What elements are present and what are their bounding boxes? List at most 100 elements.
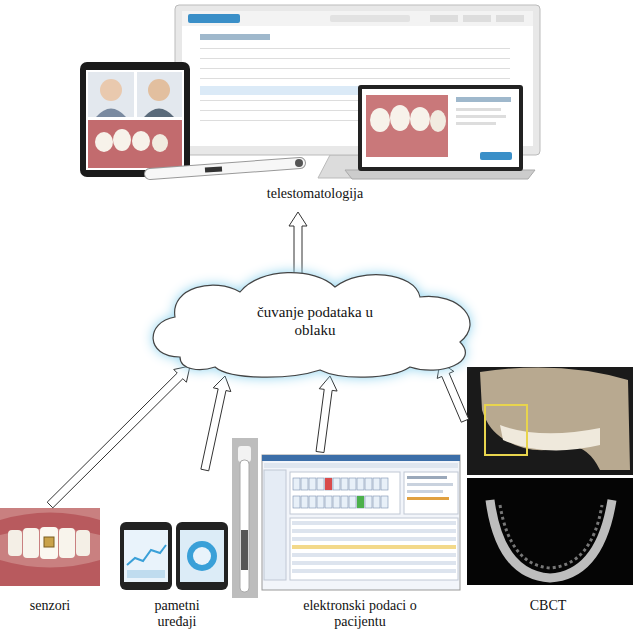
patient-record-screenshot-part-part (341, 496, 348, 508)
cbct-scan-part (467, 367, 633, 475)
source-box: CBCT (465, 365, 631, 630)
patient-record-screenshot-part (407, 490, 443, 493)
sensor-photo-part (23, 528, 39, 558)
patient-record-screenshot-part-part (292, 529, 456, 533)
sensor-photo-part (44, 537, 54, 547)
block-arrow (316, 376, 337, 453)
telehealth-devices-part (480, 152, 512, 160)
patient-record-screenshot-part-part (373, 496, 380, 508)
telehealth-devices-part (88, 120, 182, 168)
telehealth-devices-part (150, 163, 300, 174)
telehealth-devices-part (370, 108, 390, 132)
patient-record-screenshot-part-part (292, 553, 456, 557)
telehealth-devices-part (188, 14, 240, 23)
patient-record-screenshot-part-part (292, 569, 456, 573)
patient-record-screenshot-part-part (293, 478, 300, 490)
caption: pametni uređaji (138, 598, 216, 630)
caption: telestomatologija (80, 186, 550, 202)
telehealth-devices-part (200, 68, 510, 69)
telehealth-devices-part (456, 108, 501, 111)
patient-record-screenshot-part-part (333, 478, 340, 490)
telehealth-devices-part (88, 72, 134, 117)
patient-record-screenshot-part-part (309, 496, 316, 508)
telehealth-devices-part (200, 34, 270, 40)
source-box: pametni uređaji (118, 470, 258, 635)
patient-record-screenshot-part (290, 518, 458, 580)
patient-record-screenshot-part-part (357, 496, 364, 508)
telehealth-devices-part (496, 15, 524, 22)
cloud-outline-path (153, 273, 470, 378)
telehealth-devices-part (366, 95, 448, 157)
caption: senzori (0, 598, 100, 614)
patient-record-screenshot-part-part (325, 496, 332, 508)
patient-record-screenshot-part (293, 478, 388, 508)
source-box: senzori (0, 505, 100, 630)
patient-record-screenshot-part (407, 476, 447, 479)
patient-record-screenshot-part-part (349, 478, 356, 490)
telehealth-devices-part (95, 132, 113, 152)
caption: CBCT (465, 598, 631, 614)
patient-record-screenshot-part-part (317, 496, 324, 508)
telehealth-devices-part (148, 79, 170, 101)
telehealth-devices-part (144, 109, 174, 118)
smart-devices-part (232, 438, 258, 598)
sensor-photo-part (59, 528, 75, 558)
patient-record-screenshot-part-part (341, 478, 348, 490)
sensor-photo-part (0, 560, 100, 586)
caption: elektronski podaci o pacijentu (286, 598, 434, 630)
sensor-photo-part (0, 508, 100, 586)
patient-record-screenshot-part (325, 478, 332, 490)
patient-record-screenshot-part-part (357, 478, 364, 490)
cloud-node: čuvanje podataka u oblaku (140, 262, 490, 380)
smart-devices-part (240, 460, 249, 592)
telehealth-devices-part (200, 48, 510, 49)
telehealth-devices-part (430, 15, 458, 22)
block-arrow (47, 366, 190, 508)
patient-record-screenshot-part-part (381, 478, 388, 490)
patient-record-screenshot-part-part (365, 496, 372, 508)
patient-record-screenshot (262, 455, 460, 590)
patient-record-screenshot-part-part (333, 496, 340, 508)
cbct-scan-part (485, 405, 527, 455)
patient-record-screenshot-part (357, 496, 364, 508)
telehealth-devices-part (345, 170, 535, 179)
patient-record-screenshot-part-part (365, 478, 372, 490)
telehealth-devices-part (152, 134, 168, 152)
telehealth-devices-part (330, 15, 410, 22)
patient-record-screenshot-part-part (301, 496, 308, 508)
telehealth-devices-part (410, 107, 430, 131)
patient-record-screenshot-part (264, 470, 286, 580)
patient-record-screenshot-part (407, 483, 453, 486)
patient-record-screenshot-part (262, 455, 460, 590)
patient-record-screenshot-part-part (349, 496, 356, 508)
patient-record-screenshot-part (292, 521, 456, 573)
smart-devices-part (124, 530, 168, 582)
block-arrow (437, 362, 468, 422)
telehealth-devices-part (113, 129, 131, 151)
telehealth-devices-part (132, 131, 150, 151)
patient-record-screenshot-part-part (373, 478, 380, 490)
cbct-scan-part (500, 425, 600, 450)
block-arrow (289, 212, 307, 274)
telehealth-devices-part (96, 109, 126, 118)
patient-record-screenshot-part-part (381, 496, 388, 508)
smart-devices-part (120, 522, 172, 590)
telehealth-devices-part (390, 105, 410, 131)
telehealth-devices-part (205, 169, 222, 170)
telehealth-devices-part (200, 78, 510, 79)
cbct-scan-part (480, 368, 630, 471)
sensor-photo-part (8, 530, 22, 556)
telehealth-devices-part (137, 72, 182, 117)
smart-devices-part (180, 530, 224, 582)
patient-record-screenshot-part-part (317, 478, 324, 490)
patient-record-screenshot-part-part (301, 478, 308, 490)
telehealth-devices-part (100, 79, 122, 101)
telehealth-devices-part (182, 11, 533, 26)
telehealth-devices-part (456, 115, 506, 118)
patient-record-screenshot-part (264, 463, 458, 468)
patient-record-screenshot-part (292, 545, 456, 549)
patient-record-screenshot-part (290, 472, 400, 514)
telehealth-devices-part (200, 58, 510, 59)
sensor-photo-part (40, 527, 58, 559)
